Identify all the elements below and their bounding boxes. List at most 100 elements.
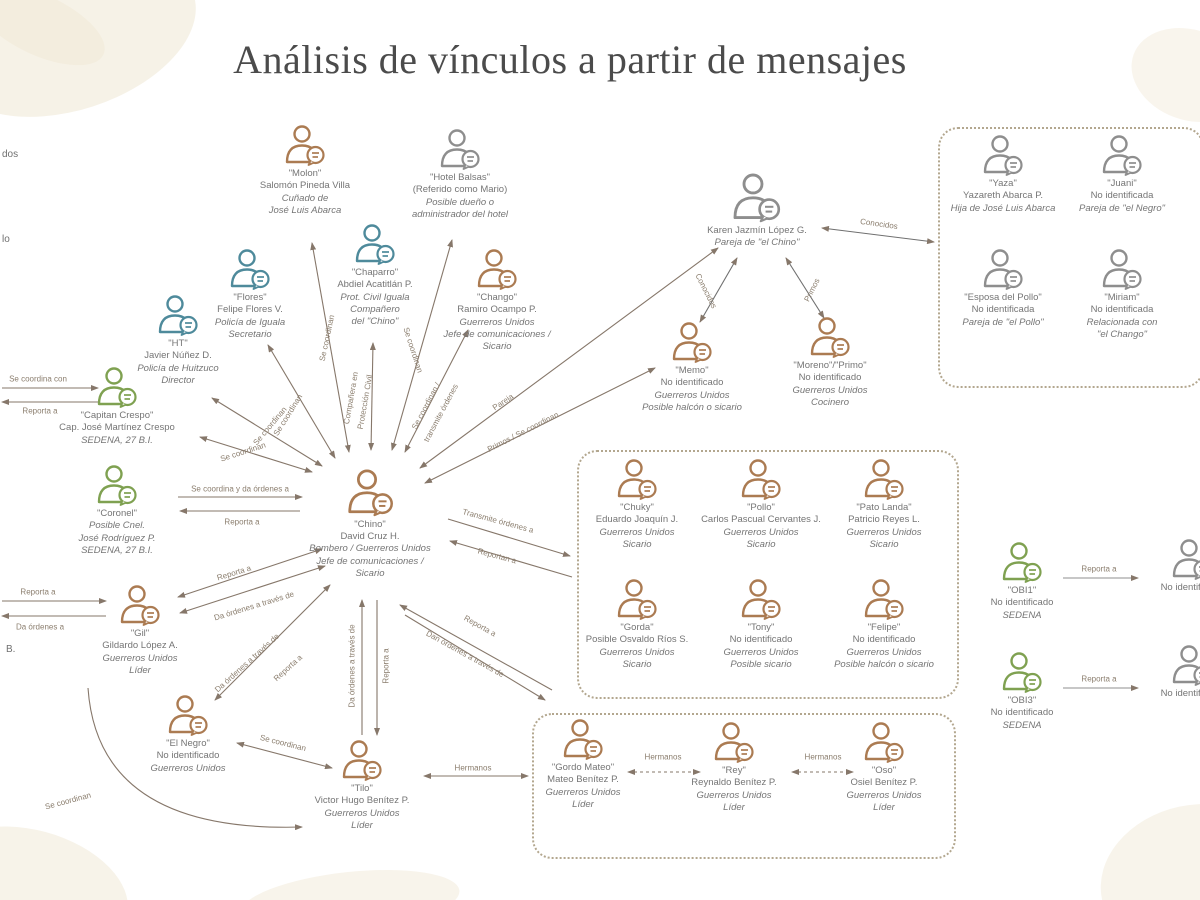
node-label-line: Guerreros Unidos — [792, 384, 868, 396]
relation-edge — [699, 257, 738, 323]
relation-edge — [368, 342, 376, 451]
node-label-line: "Gordo Mateo" — [551, 762, 615, 773]
node-label-line: Posible sicario — [730, 659, 792, 671]
chat-bubble-icon — [638, 599, 657, 619]
node-capitan-crespo: "Capitan Crespo"Cap. José Martínez Cresp… — [37, 366, 197, 447]
person-icon — [1002, 652, 1042, 693]
person-icon — [864, 579, 904, 620]
edge-label: Hermanos — [804, 752, 842, 762]
node-no-identificado-1: No identificado — [1112, 538, 1200, 594]
node-label-line: administrador del hotel — [411, 209, 509, 221]
relation-edge — [87, 687, 303, 831]
node-label: "Flores"Felipe Flores V.Policía de Igual… — [170, 292, 330, 341]
edge-label: Da órdenes a — [15, 622, 65, 632]
node-label-line: Cap. José Martínez Crespo — [59, 422, 175, 434]
node-label-line: No identificado — [990, 597, 1054, 609]
node-pollo: "Pollo"Carlos Pascual Cervantes J.Guerre… — [681, 458, 841, 551]
node-label-line: Sicario — [622, 659, 652, 671]
node-label-line: Abdiel Acatitlán P. — [337, 279, 413, 291]
node-label-line: No identificado — [729, 634, 793, 646]
person-icon — [347, 469, 393, 517]
node-label-line: Líder — [129, 665, 151, 677]
node-label-line: del "Chino" — [351, 316, 399, 328]
node-label-line: Guerreros Unidos — [654, 389, 730, 401]
node-label-line: Guerreros Unidos — [846, 526, 922, 538]
node-label-line: Felipe Flores V. — [217, 304, 283, 316]
node-label-line: No identificado — [798, 372, 862, 384]
node-label-line: Guerreros Unidos — [459, 316, 535, 328]
node-label-line: "Yaza" — [989, 178, 1017, 189]
node-label-line: "Memo" — [675, 365, 709, 376]
chat-bubble-icon — [638, 479, 657, 499]
node-label: "Tilo"Victor Hugo Benítez P.Guerreros Un… — [282, 783, 442, 832]
chat-bubble-icon — [118, 485, 137, 505]
node-label-line: Guerreros Unidos — [723, 526, 799, 538]
chat-bubble-icon — [693, 342, 712, 362]
relation-edge — [399, 604, 553, 691]
node-label-line: Ramiro Ocampo P. — [457, 304, 537, 316]
node-label-line: Guerreros Unidos — [846, 646, 922, 658]
node-label-line: "Tilo" — [351, 783, 373, 794]
node-rey: "Rey"Reynaldo Benítez P.Guerreros Unidos… — [654, 721, 814, 814]
node-label-line: Jefe de comunicaciones / — [443, 329, 551, 341]
node-coronel: "Coronel"Posible Cnel.José Rodríguez P.S… — [37, 464, 197, 557]
node-label-line: No identificado — [852, 634, 916, 646]
node-label-line: No identificado — [990, 707, 1054, 719]
node-label: "Gorda"Posible Osvaldo Ríos S.Guerreros … — [557, 622, 717, 671]
person-icon — [440, 129, 480, 170]
node-label: No identificado — [1112, 582, 1200, 594]
node-label-line: Líder — [873, 802, 895, 814]
relation-edge — [424, 367, 656, 484]
node-label-line: Secretario — [228, 329, 272, 341]
chat-bubble-icon — [1023, 562, 1042, 582]
node-gordo-mateo: "Gordo Mateo"Mateo Benítez P.Guerreros U… — [503, 718, 663, 811]
clipped-label-fragment: dos — [2, 149, 19, 160]
node-label-line: "Pollo" — [747, 502, 775, 513]
node-label-line: Patricio Reyes L. — [848, 514, 920, 526]
node-label-line: Guerreros Unidos — [324, 807, 400, 819]
chat-bubble-icon — [758, 198, 781, 221]
node-label-line: No identificado — [1160, 688, 1200, 699]
node-label-line: SEDENA, 27 B.I. — [81, 434, 153, 446]
node-label-line: "HT" — [168, 338, 188, 349]
node-label-line: "Esposa del Pollo" — [964, 292, 1042, 303]
person-icon — [1172, 539, 1200, 580]
node-label-line: "Miriam" — [1104, 292, 1140, 303]
node-label-line: Sicario — [746, 539, 776, 551]
relation-edge — [214, 584, 331, 701]
node-label-line: Guerreros Unidos — [102, 652, 178, 664]
edge-label: Reporta a — [1081, 564, 1117, 574]
node-label-line: "Rey" — [722, 765, 746, 776]
node-label: "Rey"Reynaldo Benítez P.Guerreros Unidos… — [654, 765, 814, 814]
node-label-line: Jefe de comunicaciones / — [316, 555, 424, 567]
node-label-line: Relacionada con — [1086, 316, 1158, 328]
chat-bubble-icon — [376, 244, 395, 264]
chat-bubble-icon — [498, 269, 517, 289]
node-label-line: "Oso" — [871, 765, 897, 776]
node-label: No identificado — [1112, 688, 1200, 700]
person-icon — [168, 695, 208, 736]
node-label-line: Pareja de "el Negro" — [1079, 202, 1165, 214]
node-label-line: Javier Núñez D. — [144, 350, 212, 362]
node-label-line: Osiel Benítez P. — [850, 777, 918, 789]
node-label-line: Posible Cnel. — [89, 520, 145, 532]
person-icon — [810, 317, 850, 358]
node-label-line: "Chaparro" — [351, 267, 399, 278]
node-label-line: No identificado — [660, 377, 724, 389]
